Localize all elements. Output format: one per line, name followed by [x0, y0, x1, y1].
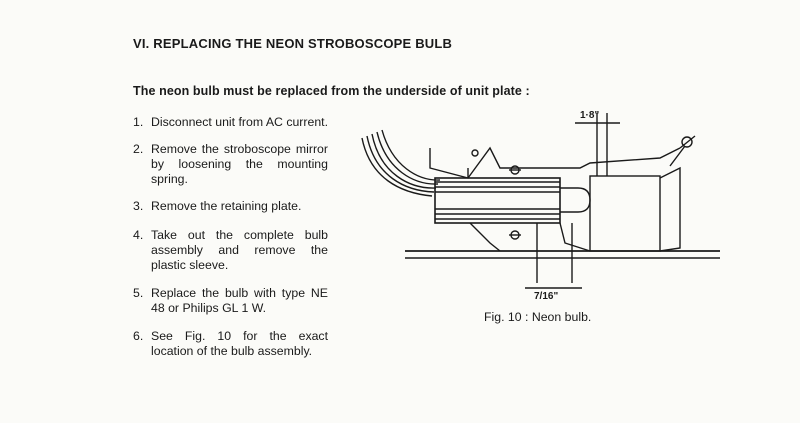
- step-number: 6.: [133, 329, 144, 343]
- step-text: Take out the complete bulb assembly and …: [151, 228, 328, 272]
- step-text: Remove the stroboscope mirror by looseni…: [151, 142, 328, 186]
- neon-bulb-diagram: [361, 113, 720, 289]
- step-number: 4.: [133, 228, 144, 242]
- step-4: 4. Take out the complete bulb assembly a…: [133, 228, 328, 273]
- step-5: 5. Replace the bulb with type NE 48 or P…: [133, 286, 328, 316]
- step-2: 2. Remove the stroboscope mirror by loos…: [133, 142, 328, 187]
- neon-bulb: [560, 187, 591, 213]
- step-3: 3. Remove the retaining plate.: [133, 199, 328, 214]
- step-number: 1.: [133, 115, 144, 129]
- neon-bulb-figure: [350, 108, 730, 308]
- cable-line: [366, 135, 435, 193]
- step-number: 3.: [133, 199, 144, 213]
- step-number: 5.: [133, 286, 144, 300]
- step-text: Disconnect unit from AC current.: [151, 115, 329, 129]
- step-text: See Fig. 10 for the exact location of th…: [151, 329, 328, 358]
- step-6: 6. See Fig. 10 for the exact location of…: [133, 329, 328, 359]
- knob: [681, 136, 693, 148]
- step-text: Replace the bulb with type NE 48 or Phil…: [151, 286, 328, 315]
- step-text: Remove the retaining plate.: [151, 199, 302, 213]
- step-number: 2.: [133, 142, 144, 156]
- dimension-label-bottom: 7/16": [534, 291, 559, 302]
- step-1: 1. Disconnect unit from AC current.: [133, 115, 328, 130]
- dimension-label-top: 1·8": [580, 110, 600, 121]
- section-heading: VI. REPLACING THE NEON STROBOSCOPE BULB: [133, 36, 453, 51]
- cable-line: [361, 137, 433, 197]
- bulb-sleeve: [434, 177, 561, 224]
- intro-text: The neon bulb must be replaced from the …: [133, 84, 530, 98]
- steps-list: 1. Disconnect unit from AC current. 2. R…: [133, 115, 328, 359]
- figure-caption: Fig. 10 : Neon bulb.: [484, 310, 592, 324]
